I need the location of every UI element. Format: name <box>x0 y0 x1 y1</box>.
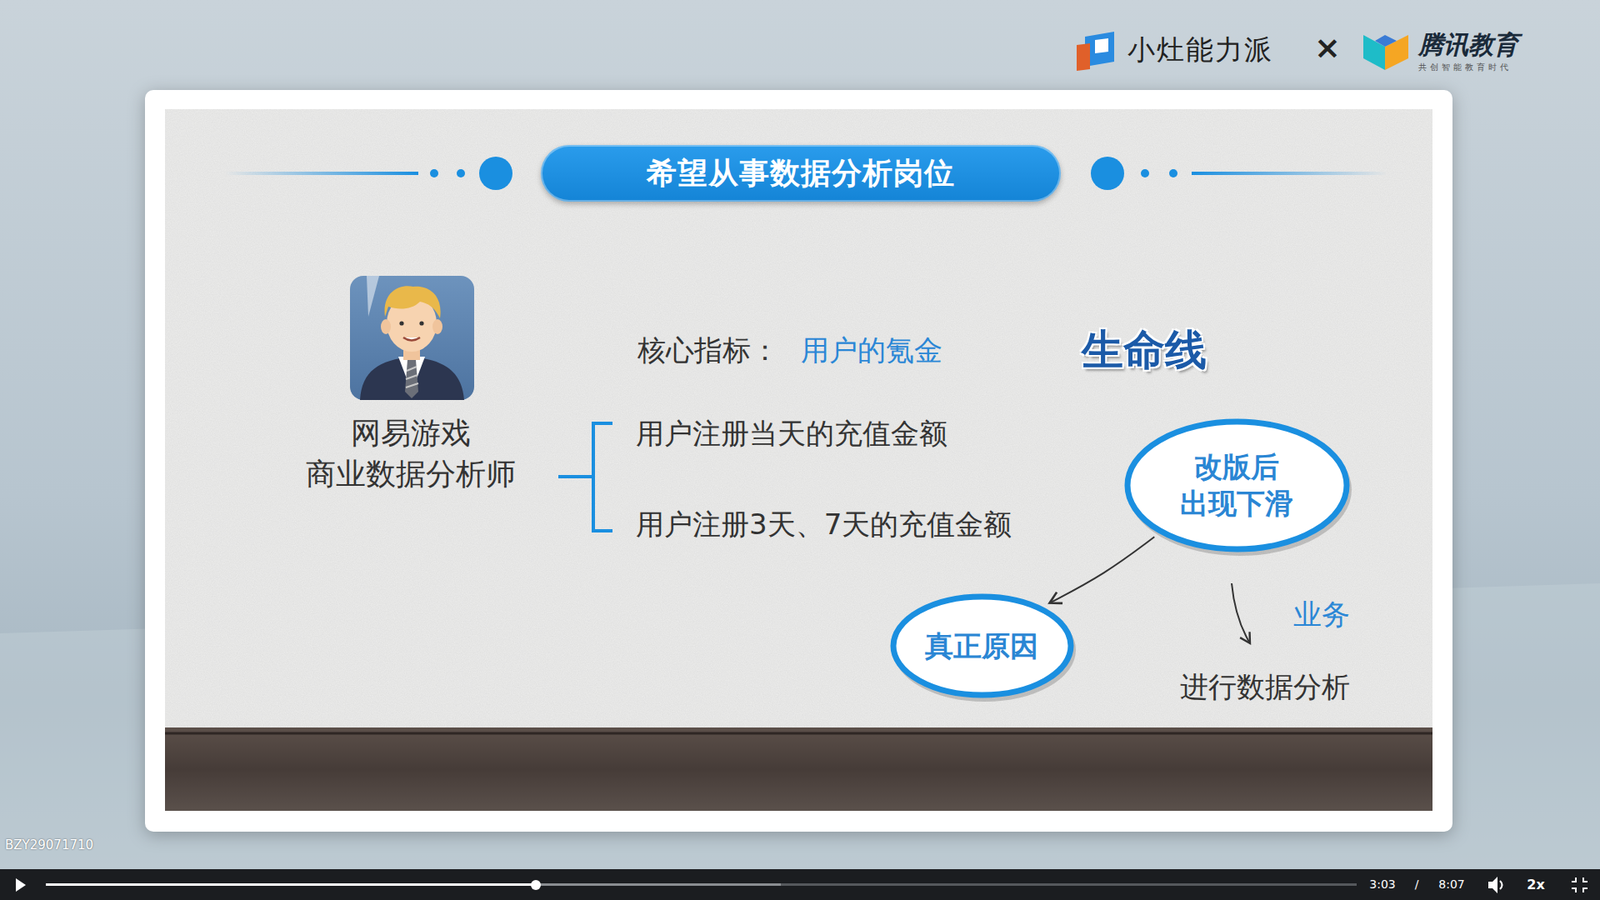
volume-icon <box>1488 876 1503 894</box>
fullscreen-icon <box>1571 877 1588 893</box>
watermark: BZY29071710 <box>5 837 94 854</box>
buffer-bar <box>45 883 781 886</box>
time-separator: / <box>1415 877 1420 893</box>
slide-card <box>145 90 1453 832</box>
dark-band <box>165 727 1433 811</box>
metric-item: 用户注册当天的充值金额 <box>635 415 948 452</box>
ellipse-node: 改版后 出现下滑 <box>1123 417 1351 554</box>
partner-logo-text: 腾讯教育 <box>1418 29 1519 61</box>
metric-item: 用户注册3天、7天的充值金额 <box>635 506 1012 543</box>
player-bar <box>0 869 1600 900</box>
time-total: 8:07 <box>1438 877 1465 893</box>
ellipse-border <box>893 596 1071 695</box>
time-current: 3:03 <box>1369 877 1395 893</box>
node-text: 改版后 出现下滑 <box>1174 448 1300 522</box>
logo-icon <box>1076 31 1115 71</box>
progress-knob <box>530 880 541 890</box>
partner-slogan: 共创智能教育时代 <box>1418 62 1512 74</box>
speed-label: 2x <box>1526 876 1545 894</box>
paper-ground <box>165 109 1433 728</box>
played-bar <box>45 883 536 886</box>
band-edge <box>165 732 1433 735</box>
play-icon <box>15 878 26 892</box>
node-text: 真正原因 <box>925 627 1039 665</box>
partner-logo-icon <box>1363 35 1409 70</box>
arrow-connector <box>1050 536 1155 603</box>
metric-value: 用户的氪金 <box>800 332 943 369</box>
logo-times: × <box>1314 28 1341 69</box>
avatar-icon <box>350 275 475 400</box>
arrow-note: 业务 <box>1293 596 1350 633</box>
bracket <box>558 423 613 531</box>
job-title: 网易游戏 商业数据分析师 <box>290 413 532 495</box>
progress-track <box>45 883 1357 886</box>
paper-texture <box>165 109 1433 728</box>
emphasis-word: 生命线 <box>1081 324 1207 377</box>
leader-arrow <box>1231 583 1250 644</box>
metric-label: 核心指标： <box>637 332 780 369</box>
logo-text: 小灶能力派 <box>1127 32 1274 67</box>
ellipse-border <box>1127 421 1347 550</box>
action-text: 进行数据分析 <box>1180 669 1350 705</box>
ellipse-outline <box>1123 417 1351 554</box>
title-pill: 希望从事数据分析岗位 <box>540 145 1061 202</box>
ellipse-node: 真正原因 <box>889 592 1075 700</box>
